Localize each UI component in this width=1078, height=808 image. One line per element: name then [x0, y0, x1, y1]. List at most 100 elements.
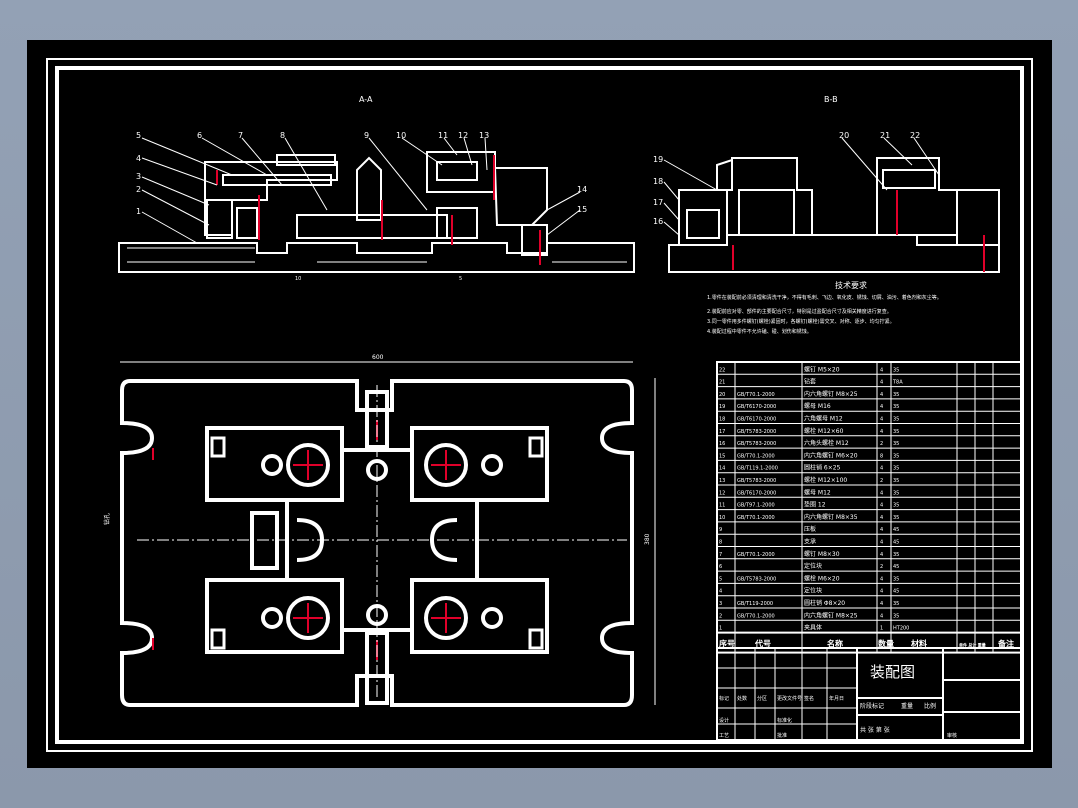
row-no: 13	[719, 478, 725, 484]
clamp-module-bl	[205, 578, 344, 654]
row-qty: 4	[880, 515, 883, 521]
callout-6: 6	[197, 131, 202, 140]
row-name: 螺钉 M5×20	[804, 365, 840, 373]
left-cap	[276, 154, 336, 166]
row-qty: 4	[880, 490, 883, 496]
callout-3: 3	[136, 172, 141, 181]
row-qty: 4	[880, 613, 883, 619]
row-qty: 4	[880, 417, 883, 423]
row-no: 5	[719, 576, 722, 582]
parts-header-qty: 数量	[878, 639, 894, 649]
central-shaft	[296, 214, 448, 239]
row-name: 螺母 M16	[804, 402, 831, 410]
left-pin-block	[236, 207, 258, 239]
locator-br	[424, 596, 468, 640]
count-label: 处数	[737, 695, 747, 702]
sign-label: 签名	[804, 695, 814, 702]
callout-22: 22	[910, 131, 920, 140]
row-material: 35	[893, 392, 899, 398]
callout-12: 12	[458, 131, 468, 140]
std-label: 标准化	[777, 717, 792, 724]
row-name: 六角螺母 M12	[804, 415, 843, 423]
row-no: 7	[719, 552, 722, 558]
leaders-a	[141, 137, 581, 244]
locator-tl	[286, 443, 330, 487]
row-material: 35	[893, 417, 899, 423]
row-qty: 4	[880, 380, 883, 386]
row-material: 35	[893, 453, 899, 459]
parts-header-code: 代号	[754, 639, 771, 649]
callout-9: 9	[364, 131, 369, 140]
b-center-block	[726, 157, 813, 236]
pin-tl	[261, 454, 283, 476]
b-right-support	[956, 189, 1000, 246]
row-no: 20	[719, 392, 725, 398]
drawing-sheet: A-A	[27, 40, 1052, 768]
row-material: 35	[893, 429, 899, 435]
row-code: GB/T5783-2000	[737, 441, 776, 447]
row-name: 螺栓 M12×60	[804, 427, 844, 435]
row-no: 17	[719, 429, 725, 435]
row-no: 11	[719, 503, 725, 509]
row-material: 35	[893, 552, 899, 558]
row-material: 35	[893, 367, 899, 373]
scale-label: 比例	[924, 702, 936, 710]
row-name: 内六角螺钉 M8×25	[804, 611, 858, 619]
b-right-cap	[882, 169, 936, 189]
approve-label: 批准	[777, 732, 787, 739]
tab	[210, 628, 226, 650]
row-name: 夹具体	[804, 624, 822, 632]
row-material: 35	[893, 490, 899, 496]
row-no: 1	[719, 626, 722, 632]
parts-header-remark: 备注	[997, 639, 1014, 649]
row-material: T8A	[892, 380, 903, 386]
row-material: 45	[893, 540, 899, 546]
parts-header-name: 名称	[827, 639, 843, 649]
row-material: 35	[893, 404, 899, 410]
title-text: 装配图	[870, 663, 915, 681]
central-post	[356, 156, 382, 221]
callout-10: 10	[396, 131, 406, 140]
b-base-plate	[668, 234, 1000, 273]
row-name: 螺栓 M6×20	[804, 574, 840, 582]
pin-bl	[261, 607, 283, 629]
row-name: 支承	[804, 538, 816, 546]
row-name: 内六角螺钉 M8×35	[804, 513, 858, 521]
section-a-view: A-A	[118, 95, 635, 282]
tech-line-2: 2.装配前应对零、部件的主要配合尺寸，特别是过盈配合尺寸及相关精度进行复查。	[707, 308, 892, 315]
pin-tr	[481, 454, 503, 476]
design-label: 设计	[719, 717, 729, 724]
callout-17: 17	[653, 198, 663, 207]
stage-label: 阶段标记	[860, 702, 884, 710]
callouts-b: 19 18 17 16 20 21 22	[653, 131, 920, 226]
zone-label: 分区	[757, 695, 767, 702]
row-code: GB/T119-2000	[737, 601, 773, 607]
row-name: 定位块	[804, 562, 822, 570]
callout-7: 7	[238, 131, 243, 140]
row-code: GB/T70.1-2000	[737, 453, 775, 459]
row-name: 内六角螺钉 M8×25	[804, 390, 858, 398]
base-plate	[118, 242, 635, 273]
row-no: 6	[719, 564, 722, 570]
row-name: 定位块	[804, 587, 822, 595]
row-no: 22	[719, 367, 725, 373]
row-name: 螺钉 M8×30	[804, 550, 840, 558]
row-no: 3	[719, 601, 722, 607]
row-code: GB/T70.1-2000	[737, 552, 775, 558]
row-name: 螺母 M12	[804, 488, 831, 496]
section-a-label: A-A	[359, 95, 373, 104]
clamp-module-tl	[205, 426, 344, 502]
clamp-module-tr	[410, 426, 549, 502]
row-qty: 4	[880, 392, 883, 398]
callout-1: 1	[136, 207, 141, 216]
